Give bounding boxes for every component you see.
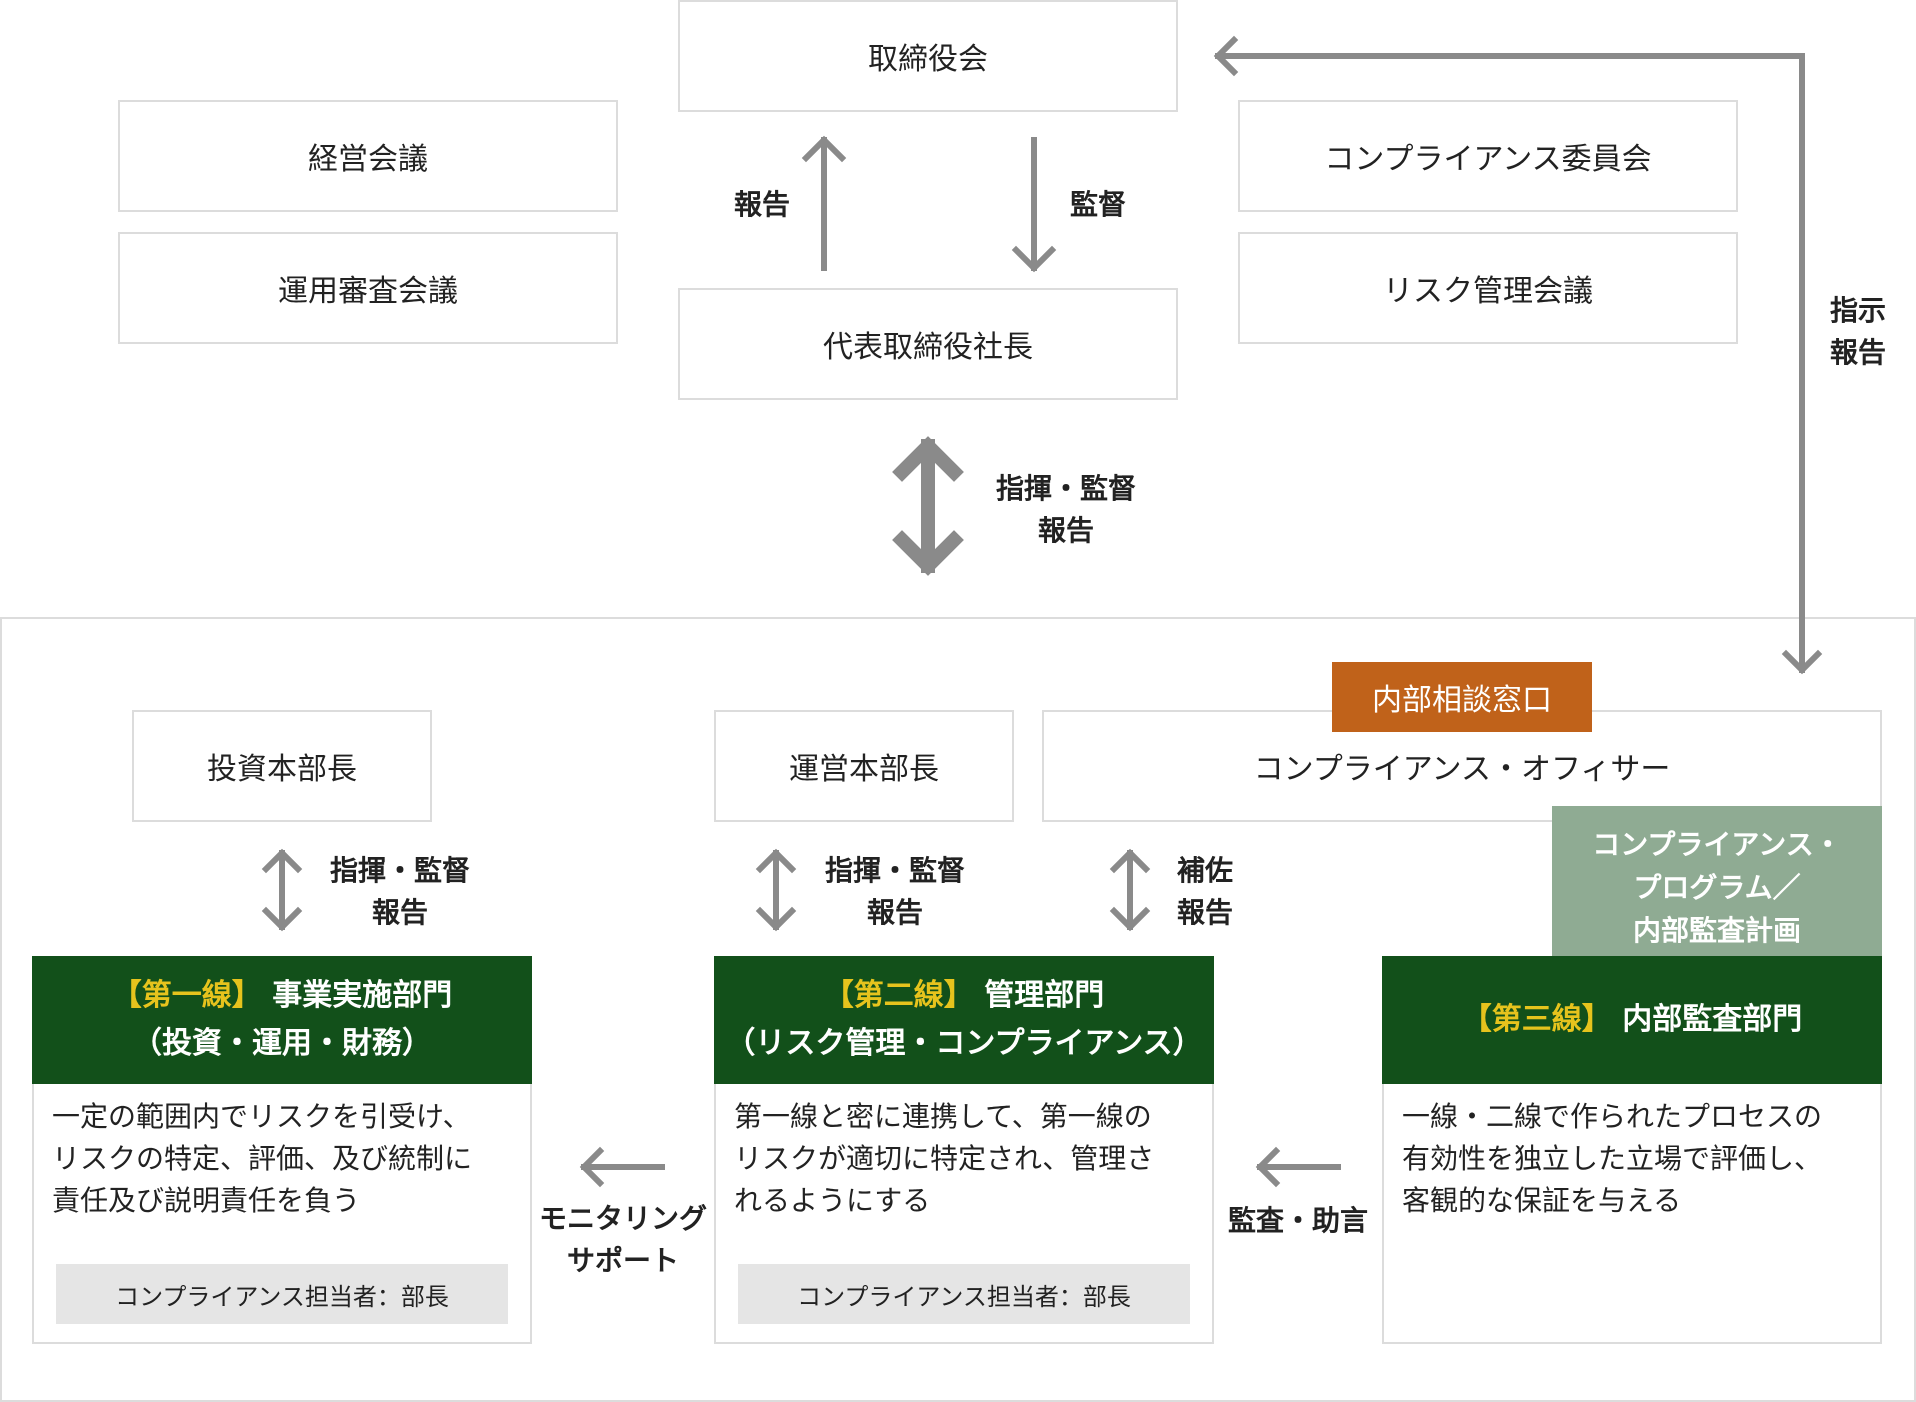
investment-review-box: 運用審査会議 bbox=[118, 232, 618, 344]
line1-tag: 【第一線】 bbox=[111, 978, 262, 1013]
president-box: 代表取締役社長 bbox=[678, 288, 1178, 400]
investment-head-box: 投資本部長 bbox=[132, 710, 432, 822]
line2-header: 【第二線】 管理部門 （リスク管理・コンプライアンス） bbox=[714, 956, 1214, 1084]
president-label: 代表取締役社長 bbox=[823, 330, 1033, 365]
line3-header: 【第三線】 内部監査部門 bbox=[1382, 956, 1882, 1084]
operations-head-label: 運営本部長 bbox=[789, 752, 939, 787]
compliance-officer-label: コンプライアンス・オフィサー bbox=[1253, 752, 1671, 787]
line3-tag: 【第三線】 bbox=[1461, 1002, 1612, 1037]
compliance-committee-label: コンプライアンス委員会 bbox=[1324, 142, 1652, 177]
arrow2-label: 指揮・監督 報告 bbox=[824, 854, 965, 929]
internal-desk-badge: 内部相談窓口 bbox=[1332, 662, 1592, 732]
arrow3-label: 補佐 報告 bbox=[1176, 854, 1233, 929]
arrow1-label: 指揮・監督 報告 bbox=[329, 854, 470, 929]
report-label: 報告 bbox=[733, 188, 790, 221]
board-label: 取締役会 bbox=[868, 42, 988, 77]
monitoring-label: モニタリング サポート bbox=[538, 1202, 707, 1277]
line2-tag: 【第二線】 bbox=[823, 978, 974, 1013]
audit-advice-label: 監査・助言 bbox=[1227, 1204, 1368, 1237]
instruct-arrow bbox=[1215, 53, 1805, 673]
board-box: 取締役会 bbox=[678, 0, 1178, 112]
line2-description: 第一線と密に連携して、第一線の リスクが適切に特定され、管理さ れるようにする bbox=[734, 1100, 1155, 1217]
line2-subtitle: （リスク管理・コンプライアンス） bbox=[725, 1026, 1203, 1061]
center-command-label: 指揮・監督 報告 bbox=[995, 472, 1136, 547]
line2-charge: コンプライアンス担当者：部長 bbox=[738, 1264, 1190, 1324]
line1-header: 【第一線】 事業実施部門 （投資・運用・財務） bbox=[32, 956, 532, 1084]
line3-description: 一線・二線で作られたプロセスの 有効性を独立した立場で評価し、 客観的な保証を与… bbox=[1402, 1100, 1823, 1217]
risk-meeting-box: リスク管理会議 bbox=[1238, 232, 1738, 344]
management-meeting-box: 経営会議 bbox=[118, 100, 618, 212]
supervise-label: 監督 bbox=[1069, 188, 1126, 221]
line1-title: 事業実施部門 bbox=[272, 978, 453, 1013]
risk-meeting-label: リスク管理会議 bbox=[1383, 274, 1593, 309]
line1-description: 一定の範囲内でリスクを引受け、 リスクの特定、評価、及び統制に 責任及び説明責任… bbox=[52, 1100, 473, 1217]
compliance-program-box: コンプライアンス・ プログラム／ 内部監査計画 bbox=[1552, 806, 1882, 968]
investment-head-label: 投資本部長 bbox=[207, 752, 357, 787]
investment-review-label: 運用審査会議 bbox=[278, 274, 458, 309]
line1-charge: コンプライアンス担当者：部長 bbox=[56, 1264, 508, 1324]
management-meeting-label: 経営会議 bbox=[308, 142, 428, 177]
line1-subtitle: （投資・運用・財務） bbox=[132, 1026, 432, 1061]
line3-title: 内部監査部門 bbox=[1622, 1002, 1803, 1037]
compliance-committee-box: コンプライアンス委員会 bbox=[1238, 100, 1738, 212]
instruct-report-label: 指示 報告 bbox=[1829, 294, 1886, 369]
line2-title: 管理部門 bbox=[984, 978, 1105, 1013]
operations-head-box: 運営本部長 bbox=[714, 710, 1014, 822]
